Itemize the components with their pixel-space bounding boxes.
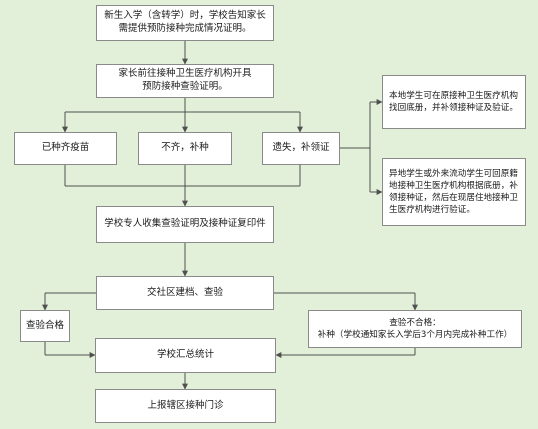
step-submit-community: 交社区建档、查验 (96, 276, 274, 310)
step-start-notice: 新生入学（含转学）时，学校告知家长 需提供预防接种完成情况证明。 (96, 5, 274, 41)
step-school-summary: 学校汇总统计 (95, 338, 276, 373)
result-qualified: 查验合格 (20, 310, 70, 342)
step-report-clinic: 上报辖区接种门诊 (95, 389, 276, 423)
lost-nonlocal-student: 异地学生或外来流动学生可回原籍 地接种卫生医疗机构根据底册，补 领接种证，然后在… (382, 158, 526, 226)
result-unqualified: 查验不合格： 补种（学校通知家长入学后3个月内完成补种工作） (308, 310, 522, 348)
branch-incomplete: 不齐，补种 (138, 132, 232, 165)
branch-lost: 遗失，补领证 (262, 132, 340, 165)
step-collect-documents: 学校专人收集查验证明及接种证复印件 (96, 206, 274, 243)
step-clinic-certificate: 家长前往接种卫生医疗机构开具 预防接种查验证明。 (96, 64, 274, 98)
lost-local-student: 本地学生可在原接种卫生医疗机构 找回底册，并补领接种证及验证。 (382, 75, 526, 129)
branch-complete: 已种齐疫苗 (14, 132, 117, 165)
